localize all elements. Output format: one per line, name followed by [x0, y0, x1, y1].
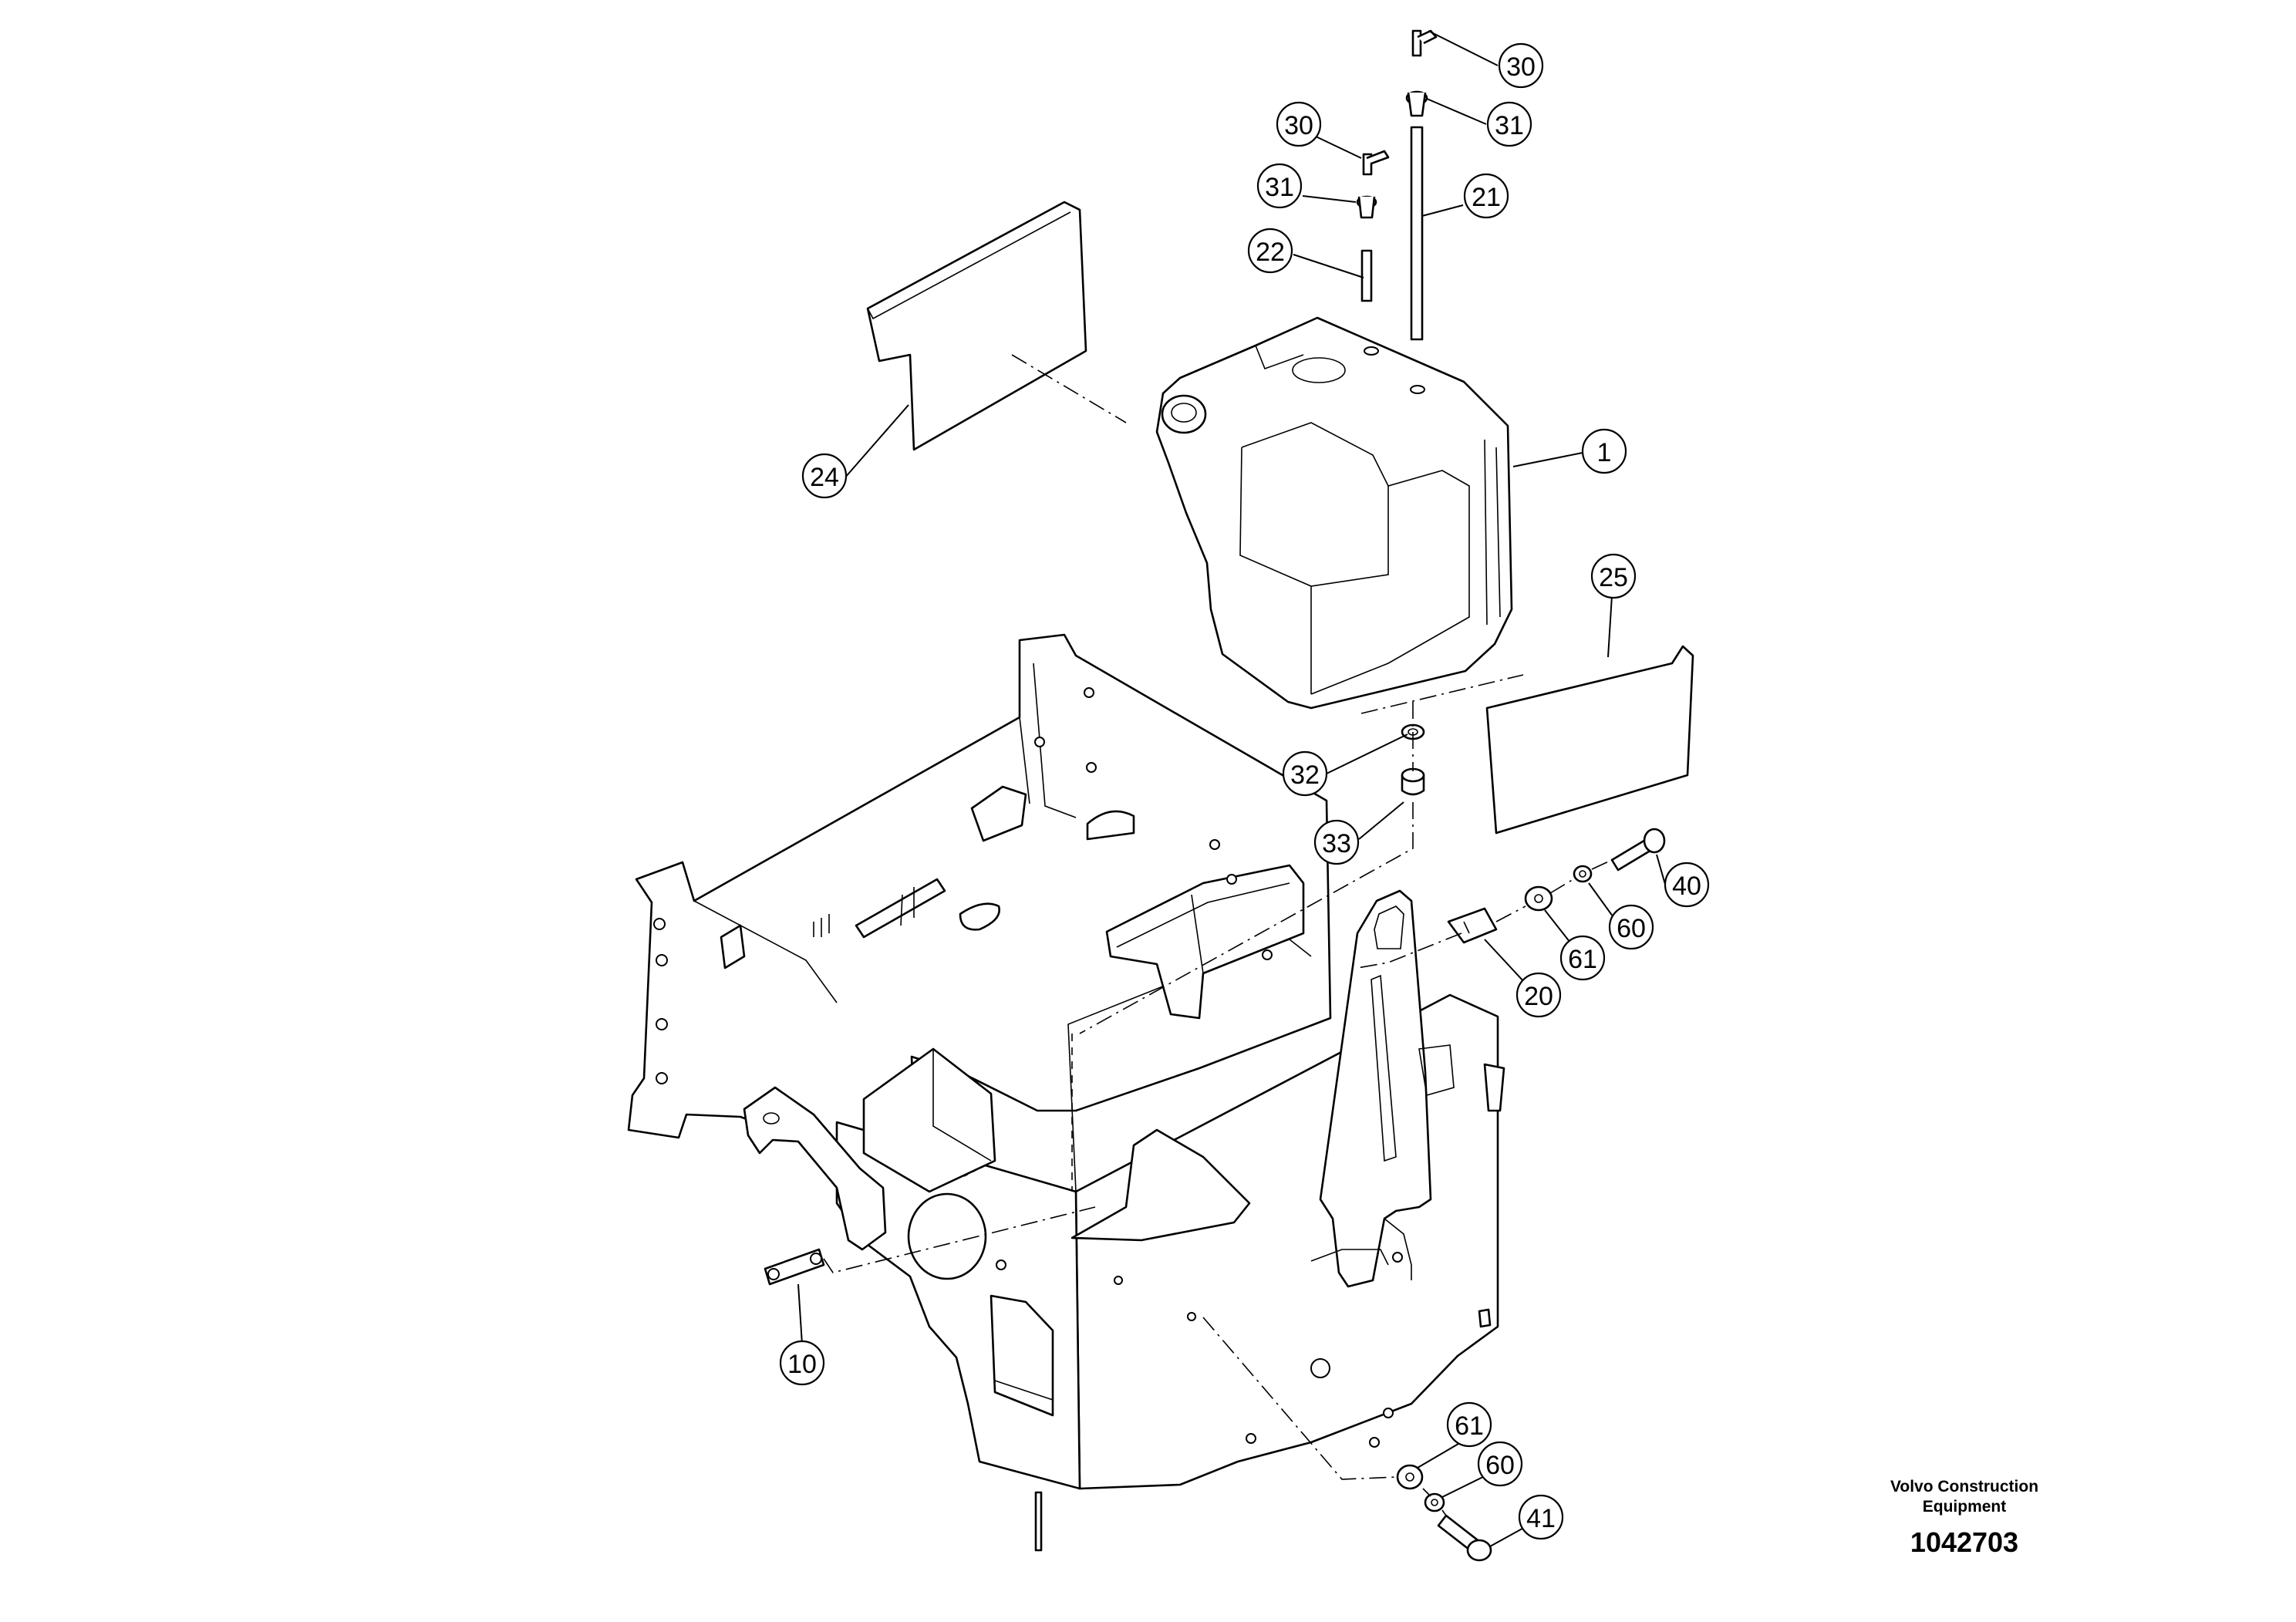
callout-circle: [779, 1340, 825, 1386]
callout-leaders: [797, 30, 1667, 1547]
insulation-plate-25: [1485, 645, 1694, 835]
washer-61-lower: [1396, 1464, 1424, 1490]
callout-circle: [801, 453, 848, 499]
washer-60-lower: [1424, 1492, 1445, 1512]
callout-circle: [1446, 1401, 1492, 1448]
callout-30-top: 30: [1498, 42, 1544, 89]
callout-label: 22: [1256, 238, 1285, 267]
callout-label: 60: [1485, 1451, 1515, 1480]
company-name-line-1: Volvo Construction: [1890, 1478, 2039, 1496]
callout-circle: [1313, 819, 1360, 865]
callout-31-top: 31: [1486, 101, 1532, 147]
callout-22: 22: [1247, 228, 1293, 274]
callout-circle: [1559, 935, 1606, 981]
callout-circle: [1664, 862, 1710, 908]
callout-label: 20: [1524, 982, 1553, 1011]
callout-60-upper: 60: [1608, 904, 1654, 950]
callout-1: 1: [1581, 428, 1627, 474]
callout-label: 1: [1597, 438, 1612, 467]
bracket-20: [1447, 907, 1498, 944]
drawing-number: 1042703: [1910, 1526, 2019, 1558]
callout-label: 31: [1495, 111, 1524, 140]
callout-label: 41: [1526, 1504, 1556, 1533]
callout-circle: [1256, 163, 1303, 209]
callout-label: 30: [1506, 52, 1536, 82]
callout-label: 33: [1322, 829, 1351, 858]
rubber-mount-33: [1401, 767, 1425, 796]
callout-circle: [1515, 972, 1562, 1018]
callout-label: 10: [787, 1350, 817, 1379]
callout-label: 24: [810, 463, 839, 492]
callout-20: 20: [1515, 972, 1562, 1018]
callout-circle: [1608, 904, 1654, 950]
callout-label: 61: [1455, 1411, 1484, 1441]
tube-22: [1356, 150, 1390, 302]
washer-61-upper: [1524, 885, 1553, 912]
callout-circle: [1463, 173, 1509, 219]
callout-circle: [1590, 553, 1637, 599]
callout-label: 25: [1599, 563, 1628, 592]
callout-label: 31: [1265, 173, 1294, 202]
callout-33: 33: [1313, 819, 1360, 865]
frame: [627, 633, 1505, 1552]
bolt-41: [1437, 1514, 1492, 1562]
title-block: Volvo Construction Equipment 1042703: [1841, 1477, 2088, 1559]
assembly-lines: [823, 354, 1613, 1516]
link-10: [764, 1248, 825, 1286]
callout-30-left: 30: [1276, 101, 1322, 147]
callout-31-left: 31: [1256, 163, 1303, 209]
callout-circle: [1498, 42, 1544, 89]
callout-60-lower: 60: [1477, 1441, 1523, 1487]
callout-32: 32: [1282, 750, 1328, 797]
callout-circle: [1486, 101, 1532, 147]
callout-24: 24: [801, 453, 848, 499]
callout-41: 41: [1518, 1494, 1564, 1540]
company-name-line-2: Equipment: [1922, 1498, 2007, 1516]
callout-25: 25: [1590, 553, 1637, 599]
callout-label: 40: [1672, 872, 1701, 901]
callout-61-upper: 61: [1559, 935, 1606, 981]
insulation-plate-24: [866, 201, 1087, 451]
fuel-tank: [1155, 316, 1513, 710]
callout-40: 40: [1664, 862, 1710, 908]
callout-10: 10: [779, 1340, 825, 1386]
bolt-40: [1610, 828, 1666, 872]
callout-circle: [1247, 228, 1293, 274]
callout-label: 21: [1472, 183, 1501, 212]
callout-label: 60: [1617, 914, 1646, 943]
washer-60-upper: [1573, 865, 1593, 883]
callout-circle: [1518, 1494, 1564, 1540]
tube-21: [1405, 29, 1438, 341]
callout-circle: [1477, 1441, 1523, 1487]
callout-61-lower: 61: [1446, 1401, 1492, 1448]
callout-label: 32: [1290, 760, 1320, 790]
callout-21: 21: [1463, 173, 1509, 219]
callout-label: 30: [1284, 111, 1313, 140]
callout-label: 61: [1568, 945, 1597, 974]
callout-circle: [1276, 101, 1322, 147]
callout-circle: [1581, 428, 1627, 474]
callout-circle: [1282, 750, 1328, 797]
